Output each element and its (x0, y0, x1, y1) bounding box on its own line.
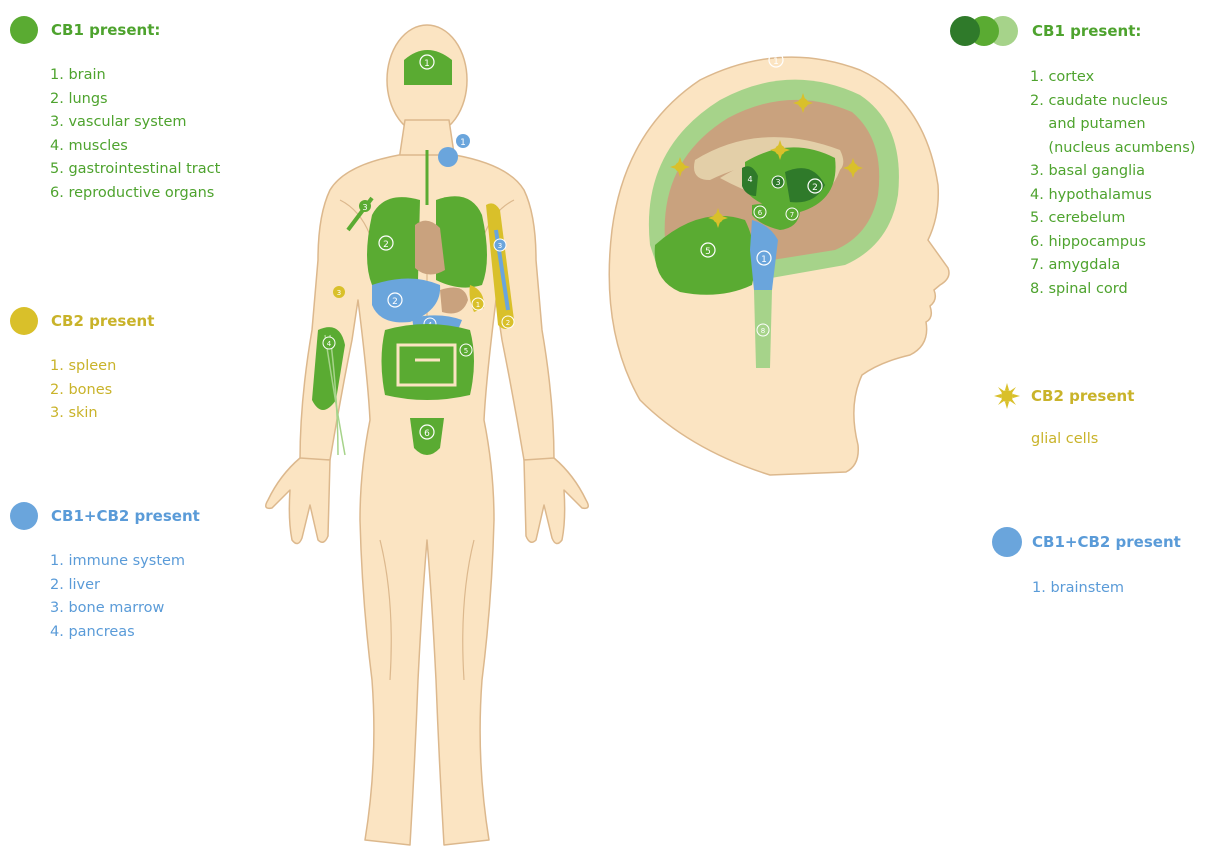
marker-cortex: 1 (773, 57, 779, 67)
marker-hippocampus: 6 (758, 209, 763, 217)
marker-caudate: 2 (812, 183, 818, 193)
marker-hypothalamus: 4 (747, 175, 752, 184)
marker-brainstem: 1 (761, 255, 767, 265)
marker-spinal: 8 (761, 327, 765, 335)
marker-basal: 3 (775, 178, 780, 187)
marker-cerebelum: 5 (705, 247, 711, 257)
marker-amygdala: 7 (790, 211, 794, 219)
